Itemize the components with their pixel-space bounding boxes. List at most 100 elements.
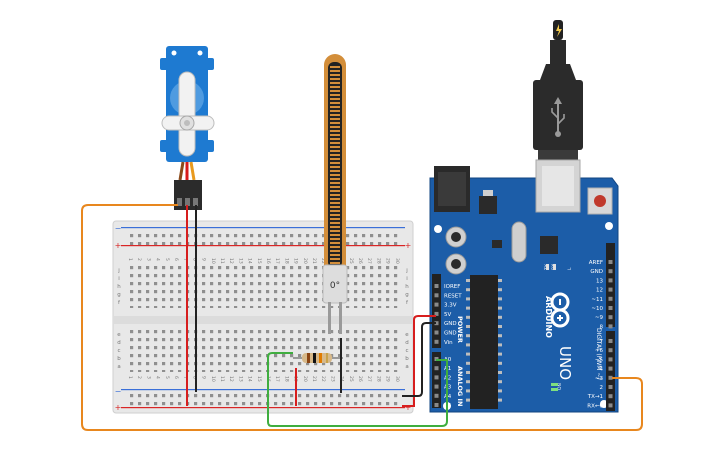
header-pin[interactable] bbox=[434, 403, 439, 407]
bottom-rail-plus-label: + bbox=[115, 403, 122, 412]
column-number: 3 bbox=[145, 376, 151, 379]
header-pin[interactable] bbox=[608, 269, 613, 274]
header-pin[interactable] bbox=[434, 293, 439, 298]
header-pin[interactable] bbox=[434, 384, 439, 389]
bottom-rail-minus-label: − bbox=[115, 387, 122, 396]
column-number: 11 bbox=[219, 376, 225, 382]
column-number: 27 bbox=[366, 258, 372, 264]
pin-label: 8 bbox=[600, 324, 604, 330]
power-header[interactable] bbox=[432, 274, 441, 348]
row-letter: b bbox=[117, 356, 121, 362]
led-label: L bbox=[567, 267, 573, 270]
pin-label: RX←0 bbox=[587, 403, 603, 409]
top-terminal-strip[interactable] bbox=[126, 266, 402, 308]
pin-label: ~10 bbox=[591, 306, 603, 312]
usb-cable[interactable] bbox=[533, 20, 583, 213]
top-rail-plus-label-right: + bbox=[405, 241, 412, 250]
row-letter: i bbox=[118, 276, 120, 282]
arduino-uno[interactable]: ARDUINO UNO DIGITAL (PWM ~) POWER ANALOG… bbox=[429, 166, 619, 413]
column-number: 30 bbox=[394, 258, 400, 264]
digital-header-bottom[interactable] bbox=[606, 331, 615, 411]
header-pin[interactable] bbox=[434, 393, 439, 398]
header-pin[interactable] bbox=[434, 339, 439, 344]
header-pin[interactable] bbox=[608, 403, 613, 408]
wire-green-a0[interactable] bbox=[267, 352, 448, 427]
header-pin[interactable] bbox=[434, 284, 439, 288]
column-number: 29 bbox=[385, 376, 391, 382]
digital-header-title: DIGITAL (PWM ~) bbox=[595, 328, 602, 380]
bottom-terminal-strip[interactable] bbox=[126, 330, 402, 372]
column-number: 28 bbox=[375, 258, 381, 264]
column-number: 22 bbox=[320, 376, 326, 382]
column-number: 29 bbox=[385, 258, 391, 264]
header-pin[interactable] bbox=[608, 260, 613, 264]
header-pin[interactable] bbox=[608, 366, 613, 371]
column-numbers-top: 1234567891011121314151617181920212223242… bbox=[127, 258, 400, 264]
pin-label: ~9 bbox=[595, 315, 604, 321]
row-letter: g bbox=[117, 292, 121, 298]
wire-orange-signal[interactable] bbox=[81, 204, 643, 431]
row-letter: d bbox=[117, 340, 121, 346]
lightning-icon bbox=[556, 24, 562, 37]
resistor[interactable] bbox=[293, 353, 343, 363]
header-pin[interactable] bbox=[434, 311, 439, 316]
header-pin[interactable] bbox=[434, 330, 439, 335]
column-number: 2 bbox=[136, 376, 142, 379]
column-number: 9 bbox=[201, 258, 207, 261]
header-pin[interactable] bbox=[434, 366, 439, 371]
analog-header[interactable] bbox=[432, 352, 441, 408]
analog-header-title: ANALOG IN bbox=[456, 366, 464, 406]
bottom-power-rail[interactable] bbox=[126, 391, 402, 407]
header-pin[interactable] bbox=[608, 324, 613, 329]
row-letter: a bbox=[405, 364, 408, 370]
pin-label: 13 bbox=[596, 278, 603, 284]
header-pin[interactable] bbox=[608, 296, 613, 301]
column-number: 15 bbox=[256, 258, 262, 264]
row-letter: h bbox=[117, 284, 121, 290]
header-pin[interactable] bbox=[608, 385, 613, 389]
power-header-title: POWER bbox=[456, 316, 464, 343]
pin-label: GND bbox=[444, 331, 457, 337]
servo-horn[interactable] bbox=[161, 71, 215, 157]
header-pin[interactable] bbox=[608, 287, 613, 292]
row-letter: a bbox=[117, 364, 120, 370]
header-pin[interactable] bbox=[608, 357, 613, 362]
header-pin[interactable] bbox=[608, 306, 613, 310]
pin-label: 5V bbox=[444, 312, 451, 318]
micro-servo[interactable] bbox=[160, 46, 215, 210]
header-pin[interactable] bbox=[608, 339, 613, 343]
wire-black-gnd[interactable] bbox=[402, 322, 436, 397]
header-pin[interactable] bbox=[608, 394, 613, 399]
column-number: 12 bbox=[228, 258, 234, 264]
flex-sensor[interactable]: 0° bbox=[322, 54, 348, 334]
pin-label: AREF bbox=[589, 260, 603, 266]
header-pin[interactable] bbox=[608, 375, 613, 380]
column-number: 19 bbox=[293, 258, 299, 264]
column-number: 2 bbox=[136, 258, 142, 261]
top-power-rail[interactable] bbox=[126, 230, 402, 246]
header-pin[interactable] bbox=[434, 302, 439, 307]
atmega-chip bbox=[470, 275, 498, 409]
column-number: 5 bbox=[164, 376, 170, 379]
header-pin[interactable] bbox=[608, 278, 613, 283]
column-number: 5 bbox=[164, 258, 170, 261]
wire-red-5v[interactable] bbox=[402, 315, 436, 407]
column-number: 25 bbox=[348, 258, 354, 264]
flex-angle-label: 0° bbox=[330, 281, 340, 291]
column-number: 1 bbox=[127, 376, 133, 379]
reset-button[interactable] bbox=[594, 195, 606, 207]
header-pin[interactable] bbox=[608, 315, 613, 320]
column-number: 28 bbox=[375, 376, 381, 382]
column-number: 22 bbox=[320, 258, 326, 264]
header-pin[interactable] bbox=[434, 321, 439, 326]
row-letter: g bbox=[405, 292, 409, 298]
pin-label: 2 bbox=[600, 385, 604, 391]
header-pin[interactable] bbox=[434, 375, 439, 380]
column-number: 1 bbox=[127, 258, 133, 261]
header-pin[interactable] bbox=[608, 348, 613, 353]
digital-header-top[interactable] bbox=[606, 243, 615, 327]
